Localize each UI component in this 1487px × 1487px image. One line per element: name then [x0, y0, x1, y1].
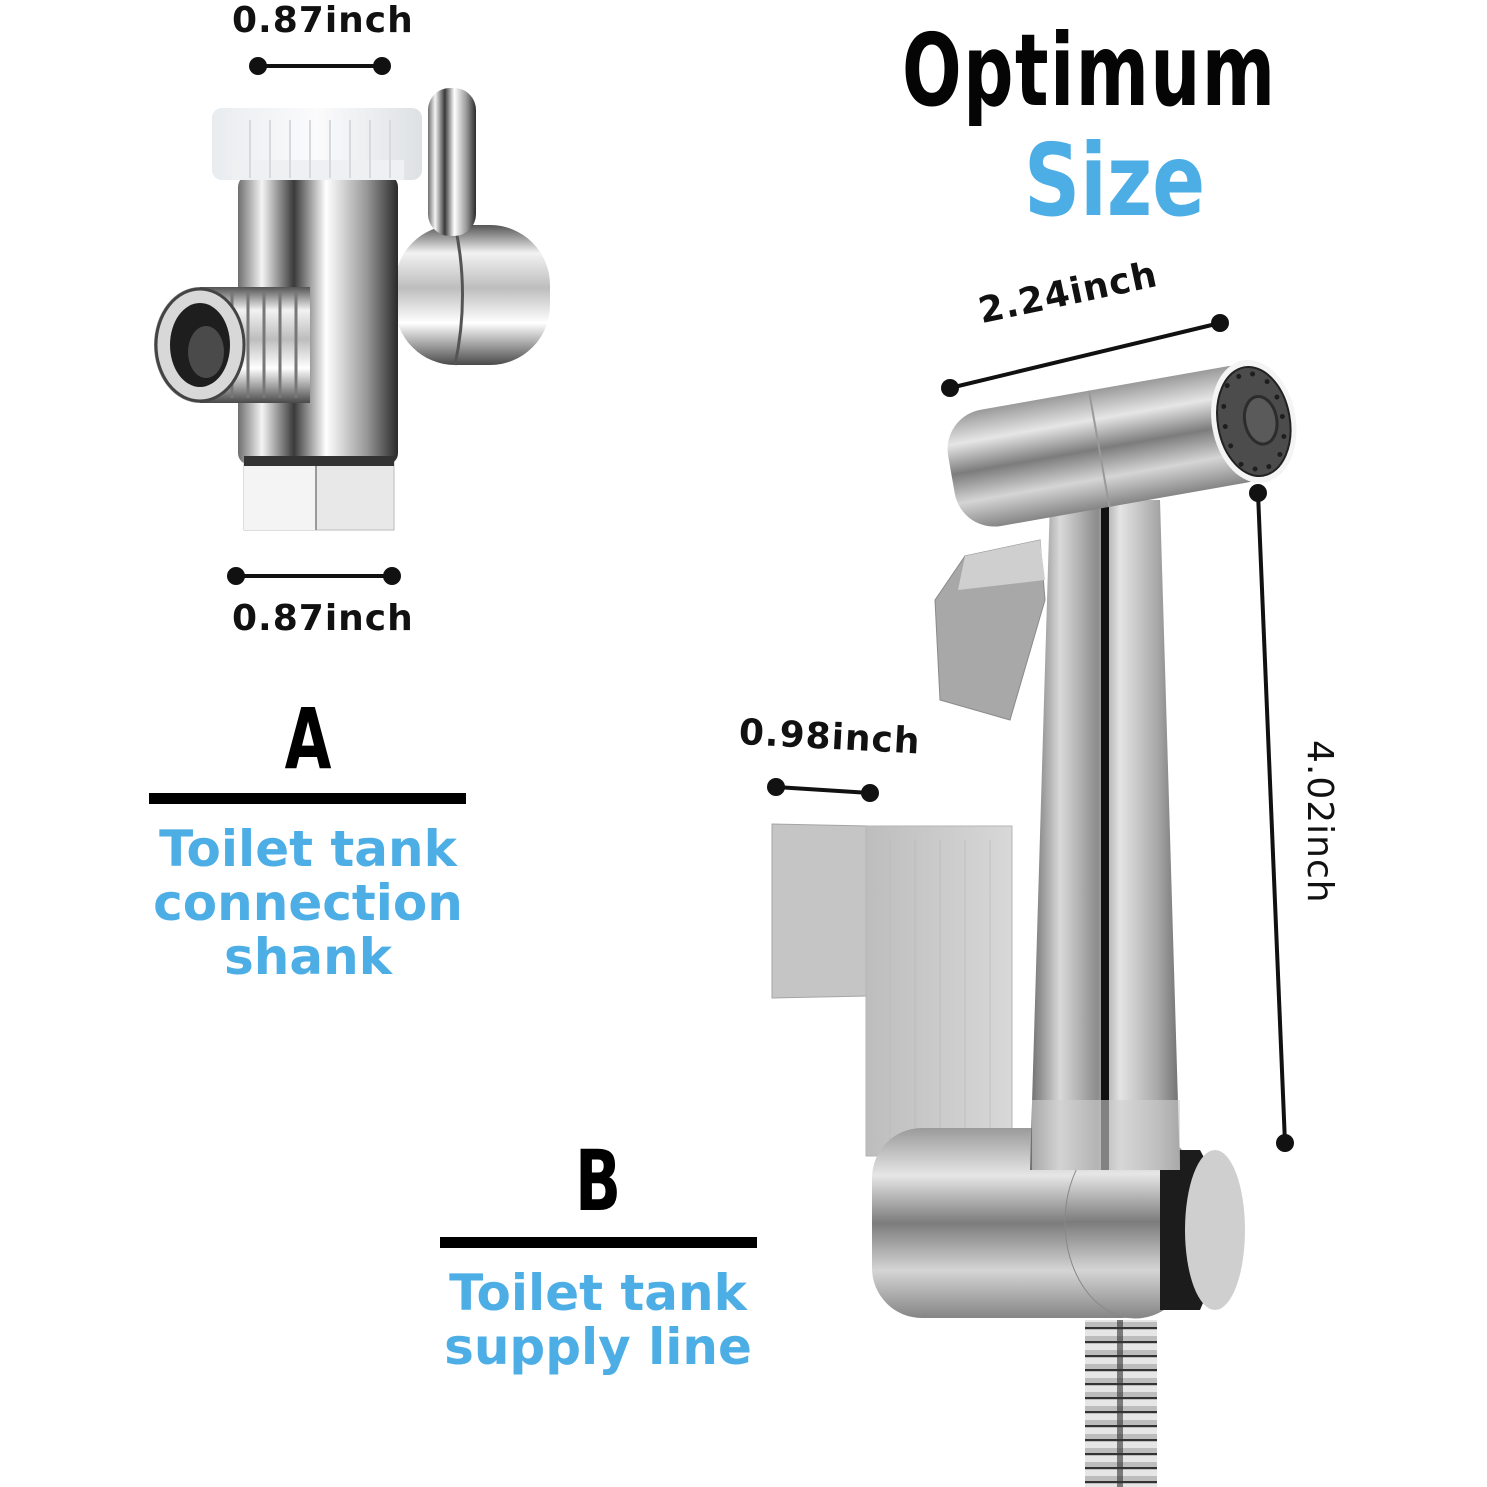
- dim-b-height-line: [1249, 484, 1294, 1152]
- dim-b-height-label: 4.02inch: [1299, 740, 1340, 904]
- dim-b-holder-label: 0.98inch: [737, 712, 922, 763]
- dim-a-bottom-label: 0.87inch: [232, 598, 414, 639]
- dim-a-top-label: 0.87inch: [232, 0, 414, 41]
- dim-a-top-line: [249, 57, 391, 75]
- part-a-letter: A: [284, 690, 332, 788]
- part-b-desc-line-1: Toilet tank: [449, 1264, 747, 1322]
- part-b-divider: [440, 1237, 757, 1248]
- part-b-letter: B: [574, 1132, 622, 1230]
- dim-b-holder-line: [767, 778, 879, 802]
- dim-a-bottom-line: [227, 567, 401, 585]
- title-line-1: Optimum: [902, 12, 1277, 129]
- part-a-desc-line-3: shank: [224, 928, 392, 986]
- t-valve-image: [154, 88, 550, 531]
- part-a-description: Toilet tank connection shank: [120, 822, 496, 984]
- dim-b-head-label: 2.24inch: [975, 254, 1162, 333]
- part-b-description: Toilet tank supply line: [412, 1266, 784, 1374]
- dim-b-head-line: [941, 314, 1229, 397]
- bidet-sprayer-image: [771, 359, 1297, 1487]
- part-a-divider: [149, 793, 466, 804]
- part-a-desc-line-1: Toilet tank: [159, 820, 457, 878]
- part-b-desc-line-2: supply line: [444, 1318, 752, 1376]
- part-a-desc-line-2: connection: [153, 874, 463, 932]
- title-line-2: Size: [1024, 122, 1206, 239]
